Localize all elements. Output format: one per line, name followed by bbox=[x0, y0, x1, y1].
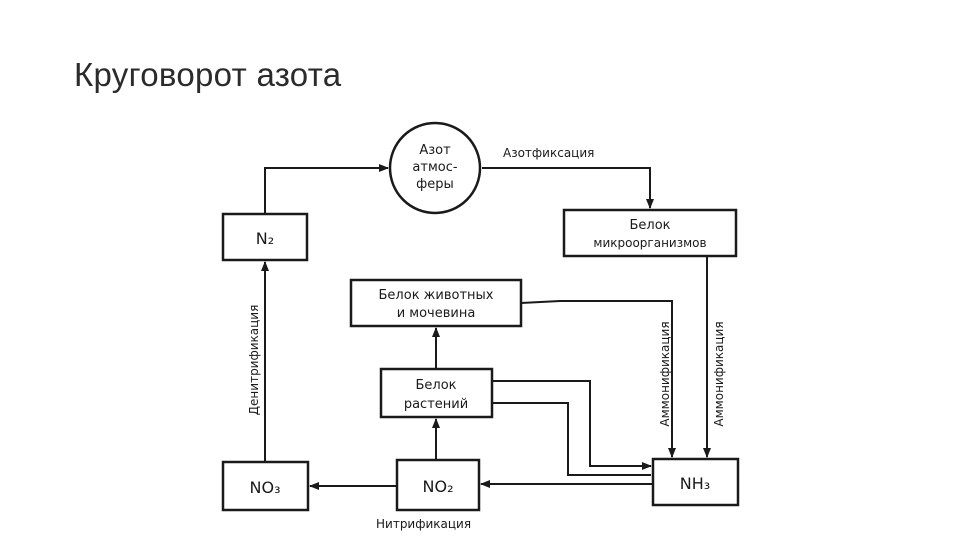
animal-protein-line-2: и мочевина bbox=[397, 306, 476, 321]
label-nitrogen-fixation: Азотфиксация bbox=[503, 146, 594, 160]
plant-protein-line-1: Белок bbox=[415, 378, 456, 393]
label-denitrification: Денитрификация bbox=[247, 305, 261, 416]
atmosphere-line-3: феры bbox=[416, 177, 454, 192]
node-n2: N₂ bbox=[221, 212, 309, 262]
atmosphere-line-1: Азот bbox=[419, 143, 451, 158]
nh3-label: NH₃ bbox=[680, 474, 710, 493]
node-plant-protein: Белок растений bbox=[379, 367, 494, 419]
node-nh3: NH₃ bbox=[651, 457, 740, 507]
label-nitrification: Нитрификация bbox=[376, 517, 471, 531]
node-no2: NO₂ bbox=[395, 458, 481, 512]
no2-label: NO₂ bbox=[423, 477, 454, 496]
node-micro-protein: Белок микроорганизмов bbox=[562, 208, 738, 258]
n2-label: N₂ bbox=[256, 229, 274, 248]
node-animal-protein: Белок животных и мочевина bbox=[349, 278, 523, 328]
plant-protein-line-2: растений bbox=[404, 397, 468, 412]
no3-label: NO₃ bbox=[250, 478, 281, 497]
arrow-plant-to-nh3-a bbox=[492, 380, 652, 470]
node-atmosphere: Азот атмос- феры bbox=[388, 121, 482, 215]
animal-protein-line-1: Белок животных bbox=[379, 288, 494, 303]
label-ammonification-1: Аммонификация bbox=[658, 321, 672, 426]
arrow-animal-to-nh3 bbox=[520, 300, 676, 458]
arrow-fixation bbox=[482, 167, 654, 209]
atmosphere-line-2: атмос- bbox=[412, 160, 457, 175]
node-no3: NO₃ bbox=[221, 460, 310, 512]
micro-protein-line-1: Белок bbox=[629, 218, 670, 233]
arrow-n2-to-atmosphere bbox=[264, 164, 389, 214]
arrow-plant-to-nh3-b bbox=[492, 402, 651, 476]
label-ammonification-2: Аммонификация bbox=[712, 321, 726, 426]
micro-protein-line-2: микроорганизмов bbox=[593, 236, 706, 250]
slide-title: Круговорот азота bbox=[74, 56, 342, 93]
